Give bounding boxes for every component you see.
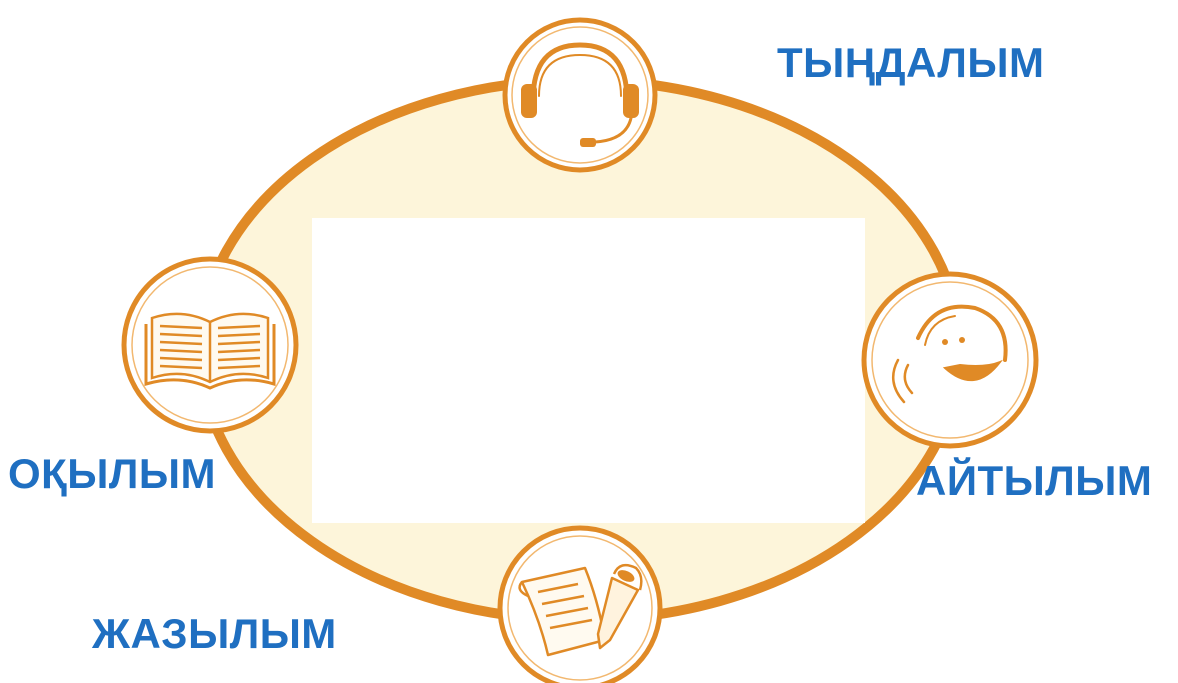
writing-node (497, 525, 663, 683)
center-panel (312, 218, 865, 523)
pen-paper-icon (518, 563, 643, 657)
listening-node (502, 17, 658, 173)
reading-label: ОҚЫЛЫМ (8, 450, 216, 497)
writing-label: ЖАЗЫЛЫМ (92, 610, 337, 657)
headset-icon (521, 42, 639, 147)
open-book-icon (144, 312, 276, 390)
reading-node (121, 256, 299, 434)
speaking-label: АЙТЫЛЫМ (916, 457, 1153, 504)
speaking-node (861, 271, 1039, 449)
speaking-face-icon (891, 304, 1008, 404)
listening-label: ТЫҢДАЛЫМ (777, 39, 1045, 86)
